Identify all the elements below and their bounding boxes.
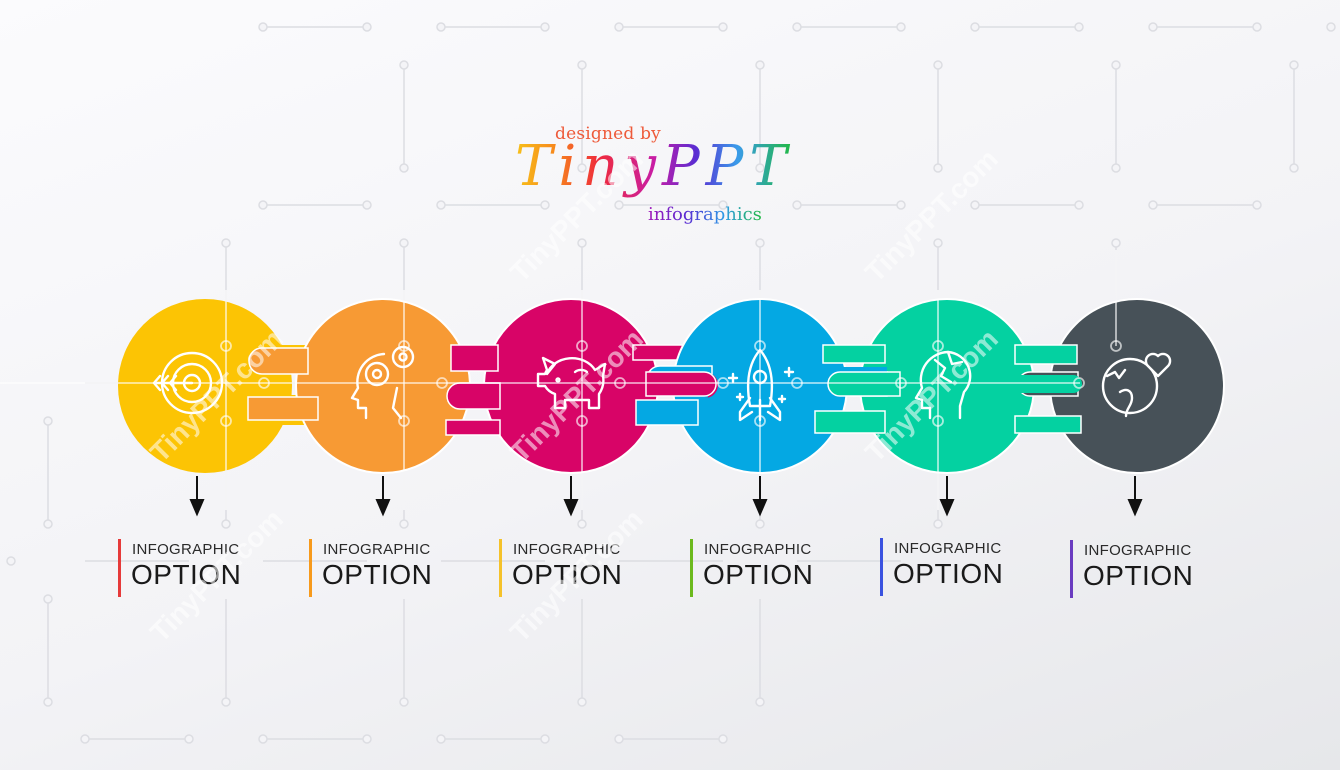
- step-2-label: INFOGRAPHIC OPTION: [309, 539, 459, 599]
- step-6-circle: [1014, 298, 1225, 474]
- step-6-subtitle: OPTION: [1083, 560, 1194, 591]
- step-5-accent-bar: [880, 538, 883, 596]
- step-6-title: INFOGRAPHIC: [1084, 542, 1192, 559]
- step-2-title: INFOGRAPHIC: [323, 541, 431, 558]
- down-arrows: [189, 476, 1143, 517]
- logo-designed-by: designed by: [555, 124, 661, 144]
- step-3-title: INFOGRAPHIC: [513, 541, 621, 558]
- step-4-accent-bar: [690, 539, 693, 597]
- logo-subtitle: infographics: [648, 204, 762, 225]
- rocket-icon: [727, 348, 795, 422]
- step-1-circle: [118, 299, 318, 473]
- step-3-label: INFOGRAPHIC OPTION: [499, 539, 649, 599]
- step-6-accent-bar: [1070, 540, 1073, 598]
- step-1-title: INFOGRAPHIC: [132, 541, 240, 558]
- step-5-label: INFOGRAPHIC OPTION: [880, 538, 1030, 598]
- step-5-subtitle: OPTION: [893, 558, 1004, 589]
- tinyppt-logo: designed by TinyPPT infographics: [515, 120, 825, 230]
- step-4-label: INFOGRAPHIC OPTION: [690, 539, 840, 599]
- target-arrow-icon: [152, 351, 224, 415]
- step-5-circle: [814, 298, 1035, 474]
- step-4-circle: [635, 298, 848, 474]
- step-1-accent-bar: [118, 539, 121, 597]
- step-1-label: INFOGRAPHIC OPTION: [118, 539, 268, 599]
- step-2-subtitle: OPTION: [322, 559, 433, 590]
- step-1-subtitle: OPTION: [131, 559, 242, 590]
- step-4-subtitle: OPTION: [703, 559, 814, 590]
- step-3-subtitle: OPTION: [512, 559, 623, 590]
- step-6-label: INFOGRAPHIC OPTION: [1070, 540, 1220, 600]
- globe-heart-icon: [1101, 352, 1172, 418]
- step-3-accent-bar: [499, 539, 502, 597]
- piggy-bank-icon: [536, 356, 607, 410]
- logo-brand: TinyPPT: [515, 134, 793, 199]
- step-2-accent-bar: [309, 539, 312, 597]
- step-4-title: INFOGRAPHIC: [704, 541, 812, 558]
- step-2-circle: [247, 298, 471, 474]
- step-5-title: INFOGRAPHIC: [894, 540, 1002, 557]
- head-gears-icon: [350, 345, 415, 420]
- head-puzzle-icon: [914, 350, 972, 420]
